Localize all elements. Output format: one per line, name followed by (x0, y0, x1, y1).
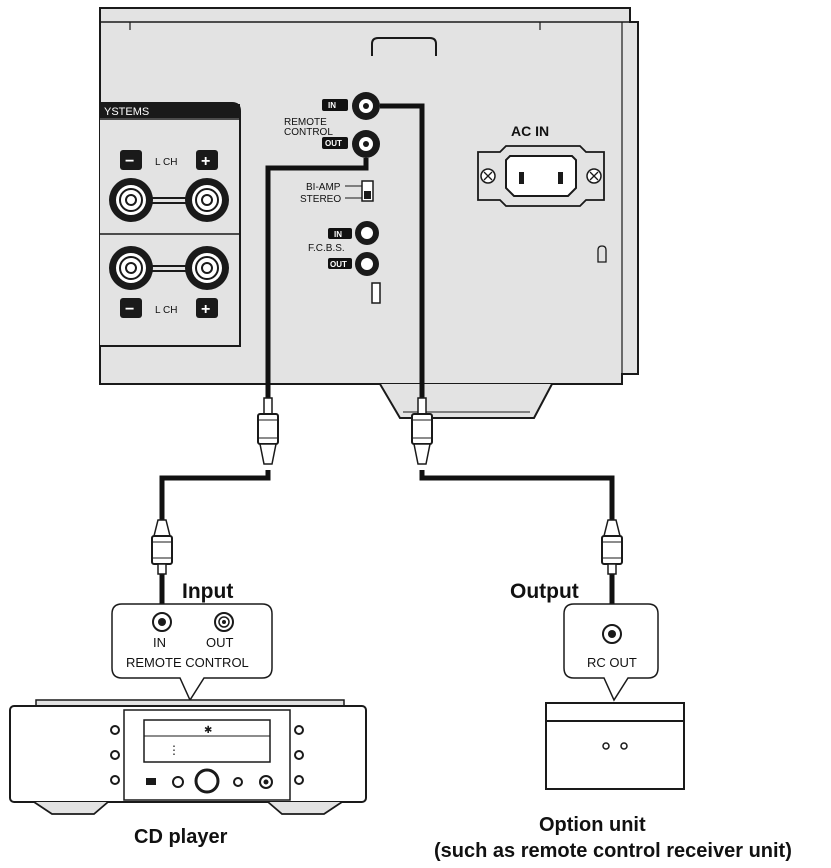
option-rc-out-callout (563, 603, 659, 702)
ac-in-label: AC IN (511, 123, 549, 139)
cables (151, 103, 623, 622)
fcbs-slot (371, 282, 381, 304)
speaker-systems-section: YSTEMS − + L CH (100, 102, 241, 347)
option-rc-out-label: RC OUT (587, 655, 637, 670)
rca-plug-option (601, 519, 623, 575)
speaker-terminal-lch2-minus (109, 246, 153, 290)
svg-text:✱: ✱ (204, 725, 212, 736)
bi-amp-switch: BI-AMP STEREO (300, 180, 374, 205)
plus-lower: + (201, 301, 210, 318)
fcbs-label: F.C.B.S. (308, 243, 345, 254)
option-unit-caption-line2: (such as remote control receiver unit) (434, 840, 792, 862)
plus-upper: + (201, 153, 210, 170)
remote-control-label-line2: CONTROL (284, 127, 333, 138)
ac-inlet-socket (505, 155, 577, 197)
fcbs-in-badge: IN (334, 230, 342, 239)
remote-out-jack (352, 130, 380, 158)
cd-remote-control-label: REMOTE CONTROL (126, 655, 249, 670)
stereo-label: STEREO (300, 194, 341, 205)
rca-plug-rear-left (257, 397, 279, 465)
amplifier-rear-panel: YSTEMS − + L CH (99, 7, 639, 419)
fcbs-section: IN F.C.B.S. OUT (308, 221, 381, 304)
option-rc-out-jack (602, 624, 622, 644)
remote-control-label-line1: REMOTE (284, 117, 327, 128)
lock-slot-icon (597, 245, 607, 263)
minus-upper: − (125, 153, 134, 170)
cd-jack-out-label: OUT (206, 635, 234, 650)
cd-jack-in-label: IN (153, 635, 166, 650)
handle-notch (371, 37, 437, 56)
speaker-terminal-lch2-plus (185, 246, 229, 290)
cd-in-jack (152, 612, 172, 632)
speaker-systems-label: YSTEMS (104, 106, 149, 118)
rca-plug-cd (151, 519, 173, 575)
cd-remote-control-callout (111, 603, 273, 702)
option-unit-caption-line1: Option unit (539, 814, 646, 836)
cable-remote-out-to-cd (265, 158, 369, 400)
fcbs-out-badge: OUT (330, 260, 347, 269)
option-unit-group: Output RC OUT Option unit (such as remot… (434, 580, 792, 862)
option-unit-body (545, 702, 685, 790)
rca-plug-rear-right (411, 397, 433, 465)
speaker-terminal-lch-plus (185, 178, 229, 222)
ac-inlet-section: AC IN (477, 123, 607, 263)
remote-in-badge: IN (328, 101, 336, 110)
remote-in-jack (352, 92, 380, 120)
speaker-terminal-lch-minus (109, 178, 153, 222)
cable-remote-in-to-option (380, 103, 425, 400)
cd-out-jack (214, 612, 234, 632)
input-label: Input (182, 580, 233, 603)
lch-upper-label: L CH (155, 157, 177, 168)
svg-text:⋮: ⋮ (168, 743, 180, 757)
cd-player-body: ✱ ⋮ (9, 699, 367, 815)
cd-player-group: Input IN OUT REMOTE CONTROL ✱ ⋮ (9, 580, 367, 848)
chassis-foot (379, 383, 553, 419)
output-label: Output (510, 580, 579, 603)
bi-amp-label: BI-AMP (306, 182, 341, 193)
lch-lower-label: L CH (155, 305, 177, 316)
cd-player-caption: CD player (134, 826, 228, 848)
minus-lower: − (125, 301, 134, 318)
fcbs-in-jack (355, 221, 379, 245)
fcbs-out-jack (355, 252, 379, 276)
remote-control-section: IN REMOTE CONTROL OUT (284, 92, 380, 158)
remote-out-badge: OUT (325, 139, 342, 148)
